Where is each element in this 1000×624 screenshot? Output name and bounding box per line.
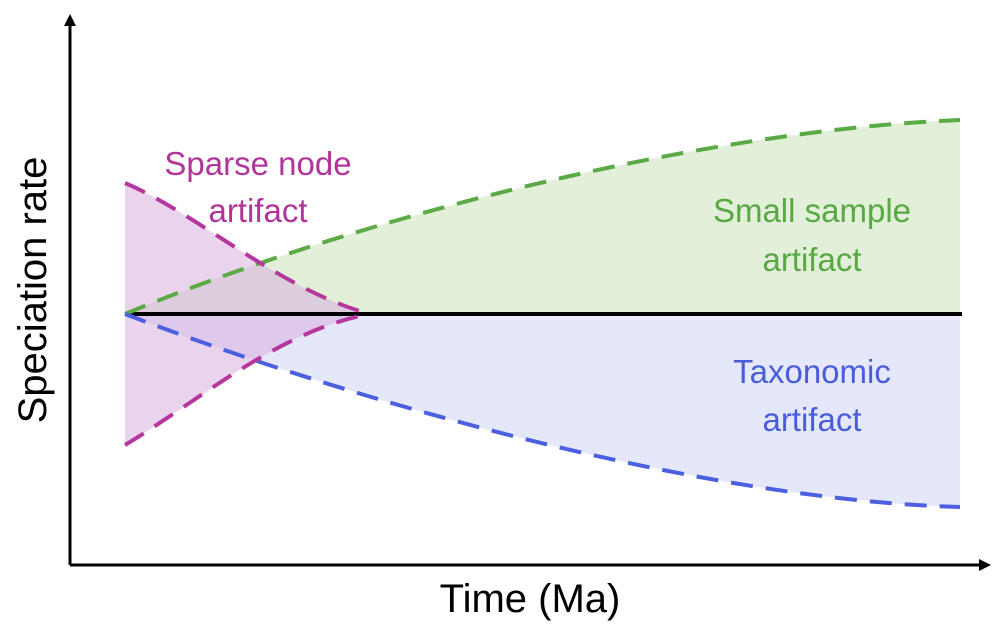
small-sample-label-line1: Small sample <box>713 192 911 229</box>
small-sample-label-line2: artifact <box>762 241 861 278</box>
sparse-node-label-line2: artifact <box>208 192 307 229</box>
sparse-node-label-line1: Sparse node <box>164 145 351 182</box>
small-sample-curve <box>124 118 961 316</box>
taxonomic-label-line1: Taxonomic <box>733 353 891 390</box>
taxonomic-label-line2: artifact <box>762 401 861 438</box>
y-axis-label: Speciation rate <box>11 157 55 424</box>
x-axis-label: Time (Ma) <box>440 577 621 621</box>
taxonomic-region <box>125 314 960 507</box>
small-sample-region <box>125 120 960 314</box>
taxonomic-curve <box>124 312 961 509</box>
